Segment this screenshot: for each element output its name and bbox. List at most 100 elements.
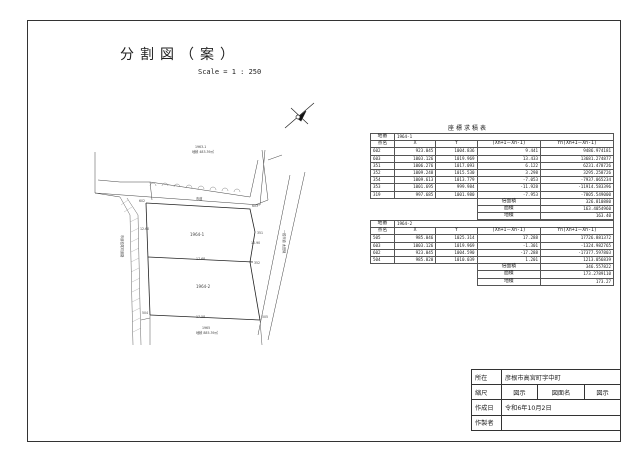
y-cell: 999.984 bbox=[435, 183, 478, 192]
point-504: 504 bbox=[142, 311, 148, 315]
point-header: 点名 bbox=[370, 140, 395, 149]
upper-parcel-lines bbox=[94, 149, 269, 206]
road-hatch bbox=[120, 199, 142, 333]
y-header: Y bbox=[435, 227, 478, 236]
double-area-label: 倍面積 bbox=[476, 197, 542, 207]
y-header: Y bbox=[435, 140, 478, 149]
coord-table-2: 地番 1964-2 点名 X Y (Xn+1－Xn-1) Yn(Xn+1－Xn-… bbox=[370, 219, 615, 286]
dim-3: 12.60 bbox=[140, 227, 149, 231]
lot-label: 地番 bbox=[370, 219, 395, 229]
point-cell: 602 bbox=[370, 248, 395, 258]
y-cell: 1025.314 bbox=[435, 234, 478, 243]
chiseki-value: 163.40 bbox=[540, 212, 614, 221]
scale-note: Scale = 1 : 250 bbox=[198, 68, 262, 76]
scale-value: 図示 bbox=[501, 384, 538, 401]
dx-cell: -7.053 bbox=[476, 176, 542, 185]
author-value bbox=[501, 414, 621, 431]
point-cell: 352 bbox=[370, 169, 395, 178]
x-cell: 1006.276 bbox=[393, 161, 437, 171]
product-cell: -17377.597803 bbox=[540, 248, 614, 258]
x-header: X bbox=[393, 140, 437, 149]
product-cell: -1324.982765 bbox=[540, 241, 614, 250]
x-cell: 997.685 bbox=[393, 190, 437, 199]
dx-header: (Xn+1－Xn-1) bbox=[476, 140, 542, 149]
drawing-title: 分割図（案） bbox=[120, 47, 240, 63]
product-cell: 3295.258726 bbox=[540, 169, 614, 178]
parcel-boundaries bbox=[145, 202, 261, 321]
lot-number: 1964-2 bbox=[393, 219, 615, 229]
dx-cell: 9.441 bbox=[476, 147, 542, 156]
x-cell: 985.046 bbox=[393, 234, 437, 243]
area-label: 面積 bbox=[476, 205, 542, 214]
title-block: 所在 彦根市高宮町字中町 縮尺 図示 図面名 図示 作成日 令和6年10月2日 … bbox=[471, 368, 621, 431]
point-cell: 505 bbox=[370, 234, 395, 243]
drawing-frame bbox=[27, 20, 621, 442]
chiseki-value: 173.27 bbox=[540, 277, 614, 286]
dx-cell: -11.928 bbox=[476, 183, 542, 192]
chiseki-label: 地積 bbox=[476, 212, 542, 221]
point-cell: 353 bbox=[370, 183, 395, 192]
dx-header: (Xn+1－Xn-1) bbox=[476, 227, 542, 236]
scale-label: 縮尺 bbox=[471, 384, 502, 401]
x-cell: 923.045 bbox=[393, 248, 437, 258]
point-602: 602 bbox=[139, 199, 145, 203]
author-label: 作製者 bbox=[471, 414, 502, 431]
x-cell: 1009.248 bbox=[393, 169, 437, 178]
dx-cell: 3.298 bbox=[476, 169, 542, 178]
north-arrow-icon bbox=[284, 102, 315, 129]
product-header: Yn(Xn+1－Xn-1) bbox=[540, 140, 614, 149]
point-cell: 602 bbox=[370, 147, 395, 156]
area-value: 173.2789110 bbox=[540, 270, 614, 279]
y-cell: 1019.969 bbox=[435, 241, 478, 250]
y-cell: 1001.980 bbox=[435, 190, 478, 199]
parcel-bottom-label: 1965 bbox=[202, 326, 210, 330]
point-cell: 603 bbox=[370, 154, 395, 163]
road-right bbox=[257, 154, 306, 341]
point-351: 351 bbox=[257, 231, 263, 235]
dx-cell: -17.288 bbox=[476, 248, 542, 258]
x-cell: 1003.126 bbox=[393, 241, 437, 250]
lot-label: 地番 bbox=[370, 132, 395, 142]
point-603: 603 bbox=[252, 204, 258, 208]
point-cell: 319 bbox=[370, 190, 395, 199]
parcel-1-label: 1964-1 bbox=[190, 232, 205, 237]
tree-marks bbox=[149, 182, 241, 193]
product-cell: 17726.881372 bbox=[540, 234, 614, 243]
point-header: 点名 bbox=[370, 227, 395, 236]
dim-4: 10.90 bbox=[251, 241, 260, 245]
product-cell: -7805.549000 bbox=[540, 190, 614, 199]
coord-table-title: 座標求積表 bbox=[448, 125, 489, 132]
dx-cell: 13.433 bbox=[476, 154, 542, 163]
product-cell: 13681.274877 bbox=[540, 154, 614, 163]
dim-1: 17.68 bbox=[196, 257, 205, 261]
double-area-value: 326.810880 bbox=[540, 197, 614, 207]
road-label-top: 市道 bbox=[196, 196, 203, 201]
dx-cell: -1.301 bbox=[476, 241, 542, 250]
product-cell: -7937.065234 bbox=[540, 176, 614, 185]
product-cell: 1213.056839 bbox=[540, 256, 614, 265]
dx-cell: 6.122 bbox=[476, 161, 542, 171]
date-label: 作成日 bbox=[471, 399, 502, 416]
lot-number: 1964-1 bbox=[393, 132, 615, 142]
parcel-2-label: 1964-2 bbox=[196, 284, 211, 289]
parcel-bottom-area: 地積 885.39㎡ bbox=[196, 330, 219, 335]
product-cell: 9486.974181 bbox=[540, 147, 614, 156]
x-cell: 1003.126 bbox=[393, 154, 437, 163]
point-cell: 504 bbox=[370, 256, 395, 265]
chiseki-label: 地積 bbox=[476, 277, 542, 286]
road-right-label: 一般市道 太田線 bbox=[282, 230, 287, 254]
y-cell: 1010.039 bbox=[435, 256, 478, 265]
y-cell: 1004.590 bbox=[435, 248, 478, 258]
point-cell: 603 bbox=[370, 241, 395, 250]
coord-table-1: 地番 1964-1 点名 X Y (Xn+1－Xn-1) Yn(Xn+1－Xn-… bbox=[370, 132, 615, 221]
double-area-value: 346.557822 bbox=[540, 263, 614, 272]
